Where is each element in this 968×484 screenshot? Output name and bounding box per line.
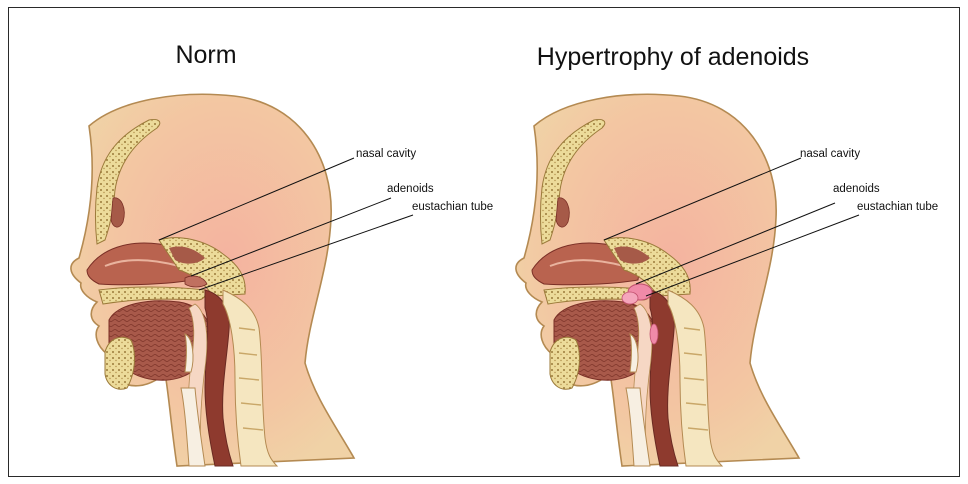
label-adenoids: adenoids [387, 183, 434, 195]
label-nasal-cavity: nasal cavity [800, 148, 860, 160]
label-eustachian-tube: eustachian tube [857, 201, 938, 213]
diagram-canvas: Norm nasal cavity adenoids eustachian tu… [9, 8, 961, 478]
panel-title: Hypertrophy of adenoids [537, 43, 809, 71]
panel-norm: Norm nasal cavity adenoids eustachian tu… [71, 41, 493, 466]
panel-hypertrophy: Hypertrophy of adenoids nasal cavity ade… [516, 43, 938, 466]
panel-title: Norm [175, 41, 236, 69]
diagram-frame: Norm nasal cavity adenoids eustachian tu… [8, 7, 960, 477]
label-adenoids: adenoids [833, 183, 880, 195]
label-nasal-cavity: nasal cavity [356, 148, 416, 160]
label-eustachian-tube: eustachian tube [412, 201, 493, 213]
head-cross-section [71, 94, 354, 466]
head-cross-section [516, 94, 799, 466]
